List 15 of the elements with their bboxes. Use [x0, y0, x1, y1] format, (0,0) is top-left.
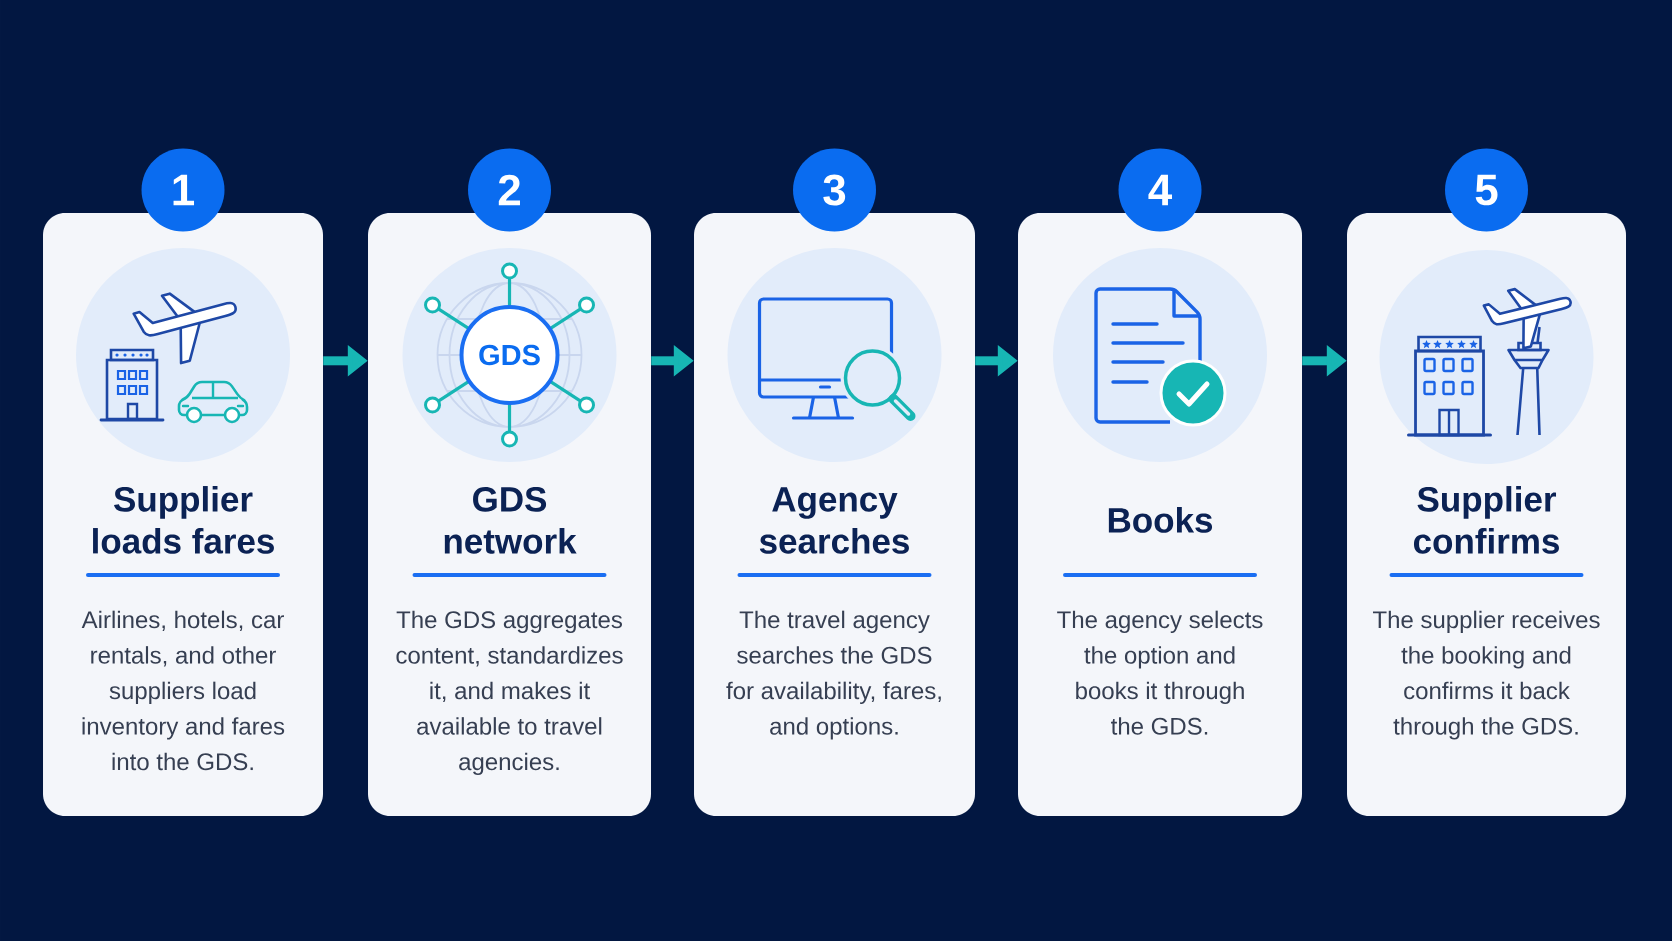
number-badge: 5	[1445, 148, 1528, 232]
step-title: Supplier confirms	[1413, 486, 1559, 554]
number-badge: 4	[1118, 148, 1202, 232]
number-badge: 1	[141, 148, 225, 232]
step-description: The supplier receives the booking and confirms it back through the GDS.	[1373, 610, 1600, 740]
step-title: Books	[1108, 507, 1213, 533]
step-title: GDS network	[444, 486, 577, 554]
step-description: The agency selects the option and books it through the GDS.	[1057, 610, 1263, 735]
number-badge: 3	[793, 148, 876, 232]
step-title: Supplier loads fares	[93, 486, 274, 554]
number-badge: 2	[468, 148, 551, 232]
step-title: Agency searches	[759, 487, 909, 554]
step-description: The travel agency searches the GDS for availability, fares, and options.	[726, 610, 941, 740]
step-description: The GDS aggregates content, standardizes it, and makes it available to travel agencies.	[396, 610, 623, 776]
step-description: Airlines, hotels, car rentals, and other suppliers load inventory and fares into the GDS.	[81, 610, 285, 771]
